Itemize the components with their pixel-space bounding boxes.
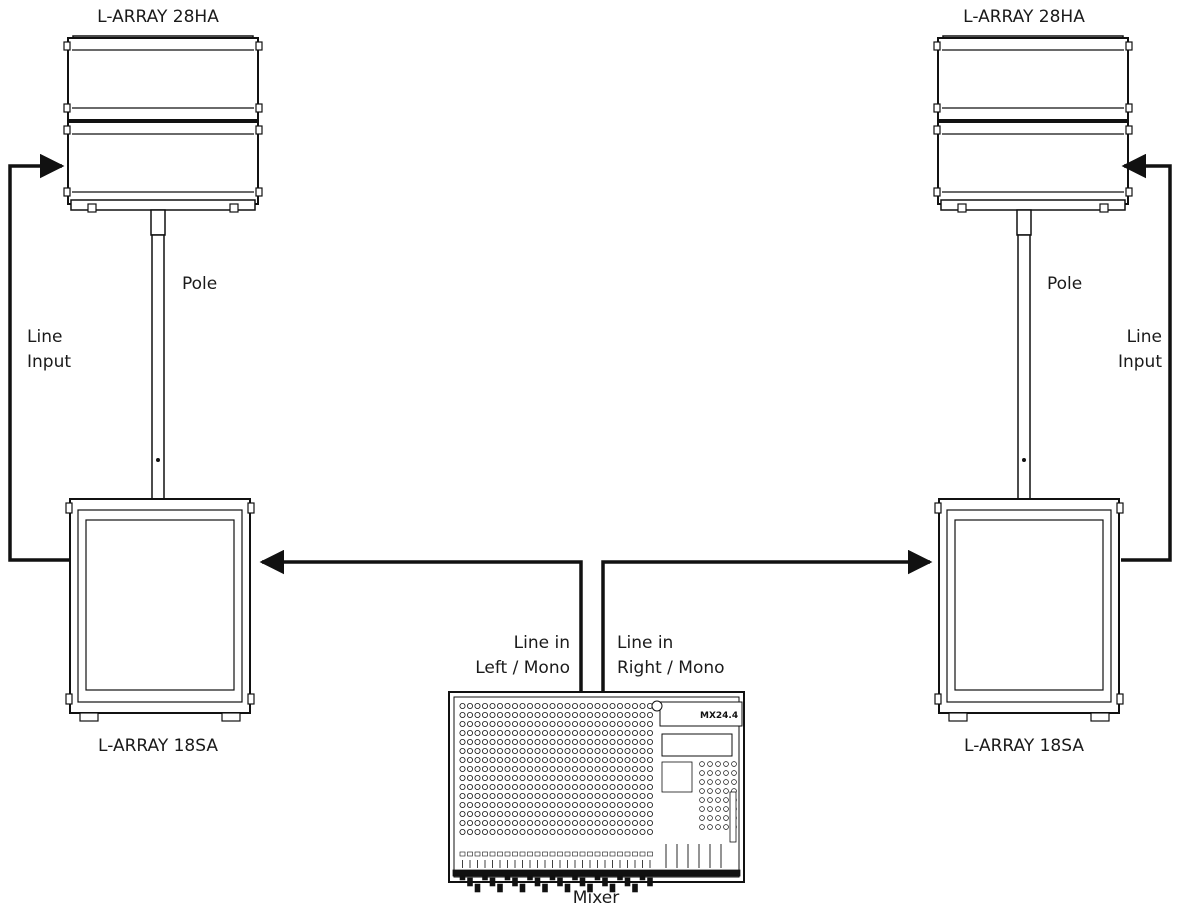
cable-line-in-right xyxy=(601,549,933,692)
line-array-right-cabinet xyxy=(933,37,1133,121)
mixer-console: MX24.4 xyxy=(448,691,745,893)
cable-line-in-left xyxy=(259,549,583,692)
line-array-right-cabinet xyxy=(933,121,1133,205)
pole-right xyxy=(1016,209,1032,500)
mixer-model-text: MX24.4 xyxy=(700,711,738,721)
bottom-left-sub-label: L-ARRAY 18SA xyxy=(98,736,218,756)
pole-left xyxy=(150,209,166,500)
line-input-left-label-2: Input xyxy=(27,352,72,372)
cable-line-input-left xyxy=(8,153,70,562)
top-right-speaker-label: L-ARRAY 28HA xyxy=(963,7,1085,27)
line-input-right-label-2: Input xyxy=(1117,352,1162,372)
line-input-left-label-1: Line xyxy=(27,327,63,347)
subwoofer-left xyxy=(65,498,255,722)
cable-line-input-right xyxy=(1121,153,1172,562)
line-array-left-cabinet xyxy=(63,121,263,205)
line-in-left-label-2: Left / Mono xyxy=(475,658,570,678)
line-in-right-label-2: Right / Mono xyxy=(617,658,725,678)
subwoofer-right xyxy=(934,498,1124,722)
line-array-left xyxy=(63,35,263,213)
mixer-label: Mixer xyxy=(572,888,620,908)
line-array-right xyxy=(933,35,1133,213)
line-input-right-label-1: Line xyxy=(1126,327,1162,347)
top-left-speaker-label: L-ARRAY 28HA xyxy=(97,7,219,27)
pole-right-label: Pole xyxy=(1047,274,1083,294)
pole-left-label: Pole xyxy=(182,274,218,294)
bottom-right-sub-label: L-ARRAY 18SA xyxy=(964,736,1084,756)
line-array-left-cabinet xyxy=(63,37,263,121)
line-in-right-label-1: Line in xyxy=(617,633,674,653)
line-in-left-label-1: Line in xyxy=(513,633,570,653)
